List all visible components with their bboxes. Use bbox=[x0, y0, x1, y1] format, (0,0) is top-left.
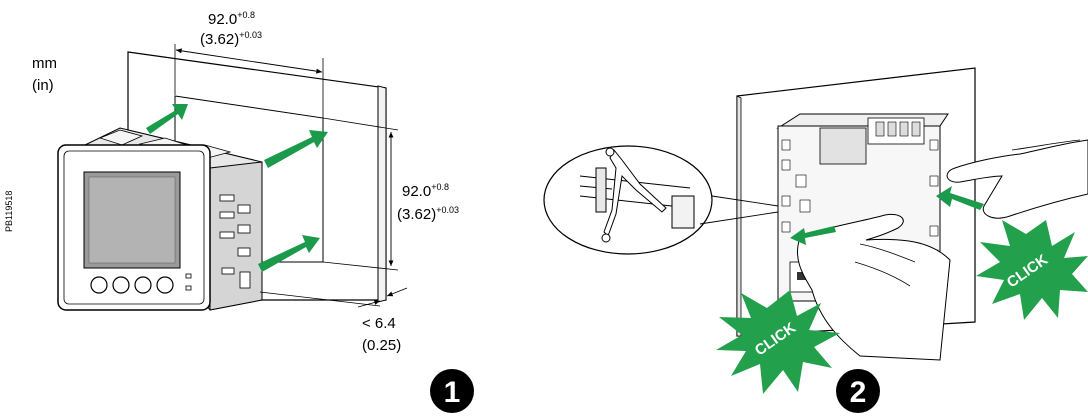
width-in: (3.62)+0.03 bbox=[200, 30, 262, 48]
height-in: (3.62)+0.03 bbox=[397, 205, 459, 223]
insertion-arrows bbox=[146, 104, 328, 272]
units-in: (in) bbox=[32, 77, 54, 94]
units-mm: mm bbox=[32, 55, 57, 72]
panel-thickness-mm: < 6.4 bbox=[362, 315, 396, 332]
push-arrows bbox=[790, 186, 984, 245]
step-1-number: 1 bbox=[444, 376, 461, 409]
panel-thickness-in: (0.25) bbox=[362, 337, 401, 354]
width-mm: 92.0+0.8 bbox=[208, 10, 255, 28]
meter-buttons bbox=[90, 276, 174, 294]
step1-illustration bbox=[57, 44, 408, 311]
right-hand bbox=[946, 139, 1088, 219]
document-id: PB119518 bbox=[4, 191, 14, 232]
step-1-badge bbox=[430, 369, 474, 413]
step-2-number: 2 bbox=[850, 376, 867, 409]
step-2-badge bbox=[836, 369, 880, 413]
height-mm: 92.0+0.8 bbox=[402, 182, 449, 200]
step2-illustration bbox=[543, 67, 1088, 361]
click-burst-left bbox=[716, 290, 840, 394]
left-hand bbox=[797, 213, 951, 361]
detail-callout bbox=[543, 145, 713, 255]
clip-detail bbox=[579, 147, 695, 243]
click-burst-right bbox=[976, 220, 1088, 320]
